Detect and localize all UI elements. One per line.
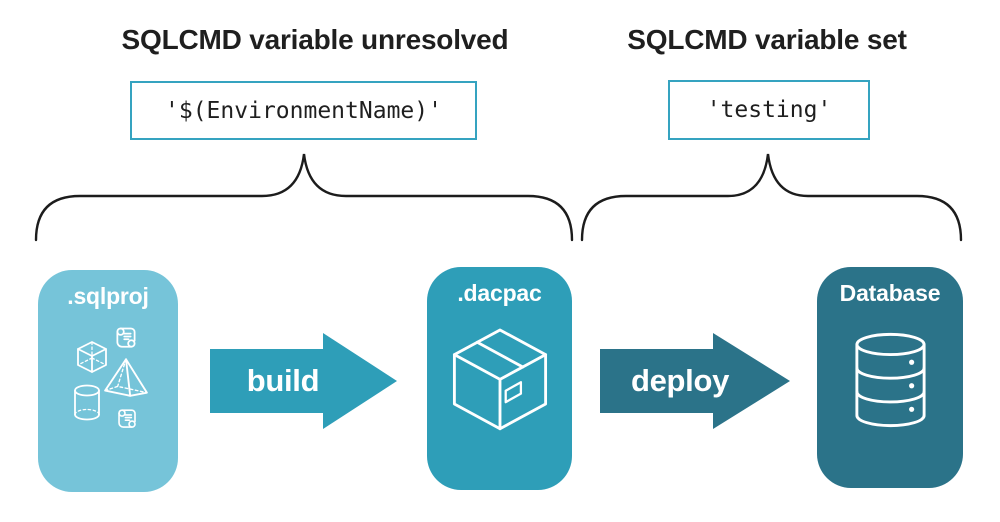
deploy-arrow-shape [600,333,790,429]
value-box-unresolved: '$(EnvironmentName)' [130,81,477,140]
build-arrow-shape [210,333,397,429]
node-sqlproj: .sqlproj [38,270,178,492]
value-box-set: 'testing' [668,80,870,140]
node-sqlproj-label: .sqlproj [67,283,149,309]
node-dacpac: .dacpac [427,267,572,490]
cylinder-icon [74,384,100,421]
deploy-arrow: deploy [598,331,792,431]
right-brace [580,153,963,242]
deploy-arrow-label: deploy [630,363,730,398]
sqlcmd-variable-value-text: 'testing' [706,97,832,123]
sql-script-scroll-icon [118,409,136,428]
cube-icon [77,341,107,373]
node-dacpac-label: .dacpac [457,280,542,306]
sqlcmd-variable-placeholder-text: '$(EnvironmentName)' [165,97,442,124]
pyramid-icon [104,358,148,397]
left-brace [34,153,574,242]
heading-sqlcmd-unresolved: SQLCMD variable unresolved [121,24,509,55]
heading-sqlcmd-set: SQLCMD variable set [627,24,907,55]
database-icon [855,332,926,428]
node-database: Database [817,267,963,488]
node-database-label: Database [839,280,941,306]
sql-script-scroll-icon [116,327,136,348]
package-icon [452,328,548,431]
build-arrow: build [208,331,400,431]
build-arrow-label: build [246,363,320,398]
